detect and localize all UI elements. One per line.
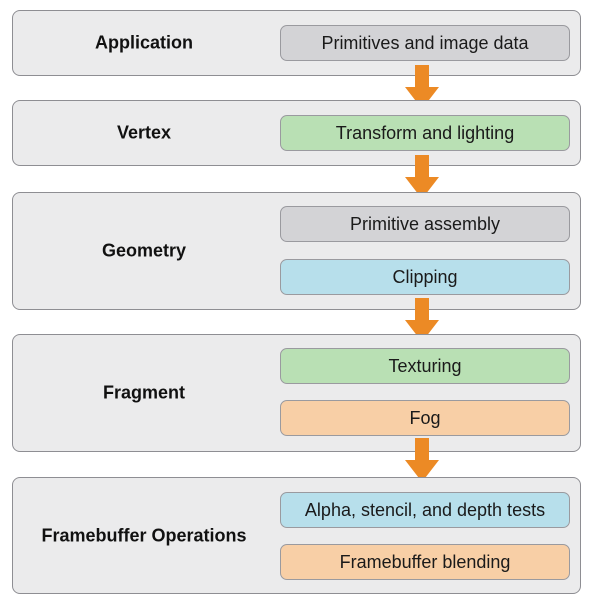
stage-label: Vertex bbox=[116, 122, 172, 143]
stage-label: Geometry bbox=[101, 240, 187, 261]
stage-label: Framebuffer Operations bbox=[41, 525, 247, 545]
stage-vertex: Vertex Transform and lighting bbox=[12, 100, 581, 166]
process-box: Fog bbox=[280, 400, 570, 436]
stage-fragment: Fragment Texturing Fog bbox=[12, 334, 581, 452]
down-arrow-icon bbox=[405, 155, 439, 199]
process-box: Framebuffer blending bbox=[280, 544, 570, 580]
process-box: Transform and lighting bbox=[280, 115, 570, 151]
process-box: Alpha, stencil, and depth tests bbox=[280, 492, 570, 528]
process-box: Primitive assembly bbox=[280, 206, 570, 242]
stage-label: Application bbox=[95, 32, 193, 53]
process-box: Clipping bbox=[280, 259, 570, 295]
stage-geometry: Geometry Primitive assembly Clipping bbox=[12, 192, 581, 310]
process-box: Texturing bbox=[280, 348, 570, 384]
process-box: Primitives and image data bbox=[280, 25, 570, 61]
down-arrow-icon bbox=[405, 65, 439, 109]
stage-application: Application Primitives and image data bbox=[12, 10, 581, 76]
stage-label: Fragment bbox=[102, 382, 185, 403]
stage-framebuffer-operations: Framebuffer Operations Alpha, stencil, a… bbox=[12, 477, 581, 594]
down-arrow-icon bbox=[405, 438, 439, 482]
down-arrow-icon bbox=[405, 298, 439, 342]
